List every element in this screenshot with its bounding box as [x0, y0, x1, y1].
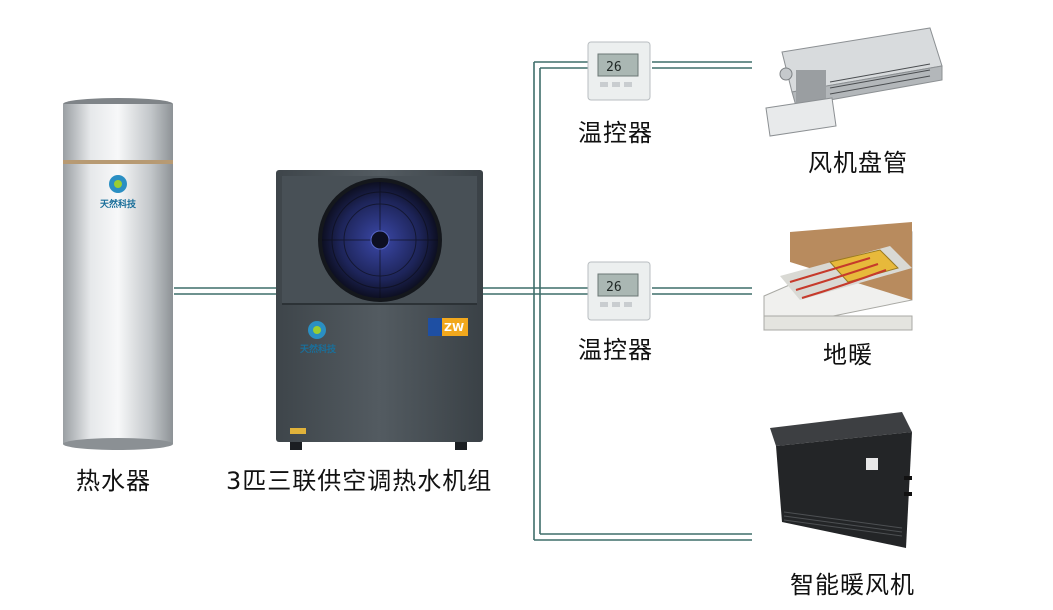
pipe-top-branch: [534, 61, 588, 69]
pipe-thermo-fancoil: [652, 61, 752, 69]
unit-brand: 天然科技: [300, 343, 337, 355]
label-thermostat-mid: 温控器: [578, 336, 653, 364]
floor-heating-image: [763, 222, 913, 331]
water-heater-image: 天然科技: [63, 98, 173, 450]
label-water-heater: 热水器: [76, 467, 151, 495]
label-smart-heater: 智能暖风机: [790, 571, 915, 599]
thermostat-top-image: 26: [587, 41, 651, 101]
tank-brand: 天然科技: [100, 198, 137, 210]
heat-pump-image: 天然科技 ZW: [276, 170, 483, 450]
label-heat-pump: 3匹三联供空调热水机组: [226, 467, 493, 495]
thermostat-mid-image: 26: [587, 261, 651, 321]
pipe-thermo-floor: [652, 287, 752, 295]
pipe-bottom-branch: [534, 533, 752, 541]
label-thermostat-top: 温控器: [578, 119, 653, 147]
label-floor-heating: 地暖: [823, 341, 873, 369]
thermostat-mid-display: 26: [606, 280, 622, 295]
label-fan-coil: 风机盘管: [808, 149, 908, 177]
zw-badge-text: ZW: [444, 321, 464, 334]
smart-heater-image: [770, 412, 912, 548]
fan-coil-image: [765, 27, 943, 137]
thermostat-top-display: 26: [606, 60, 622, 75]
pipe-tank-unit: [174, 287, 276, 295]
pipes: [174, 61, 752, 541]
pipe-trunk-vertical: [533, 62, 541, 540]
pipe-unit-trunk: [483, 287, 588, 295]
